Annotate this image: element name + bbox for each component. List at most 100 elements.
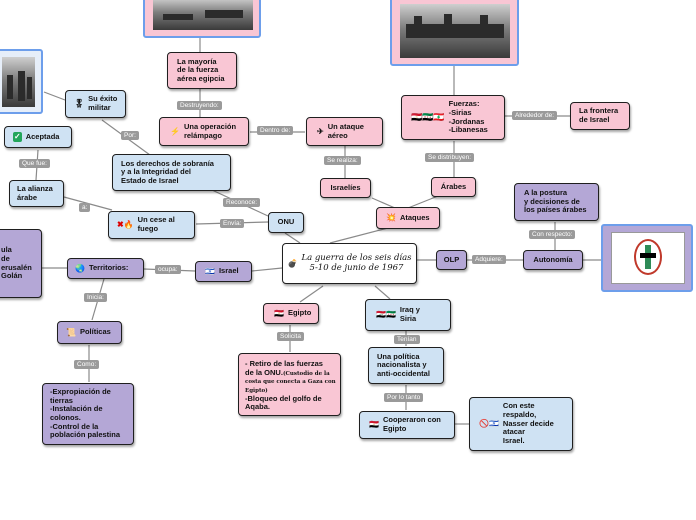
node-territorios-list-label: ula de erusalén Golán — [1, 245, 32, 281]
label-con-respecto: Con respecto: — [529, 230, 576, 239]
label-tenian: Tenían — [394, 335, 420, 344]
node-israelies[interactable]: Israelíes — [320, 178, 371, 198]
node-territorios[interactable]: 🌏 Territorios: — [67, 258, 144, 279]
node-frontera-label: La frontera de Israel — [579, 106, 619, 124]
node-olp[interactable]: OLP — [436, 250, 467, 270]
node-ataque-aereo[interactable]: ✈ Un ataque aéreo — [306, 117, 383, 146]
node-cese-fuego-label: Un cese al fuego — [137, 215, 175, 233]
egypt-flag-icon: 🇪🇬 — [274, 308, 284, 318]
central-topic[interactable]: 💣 La guerra de los seis días 5-10 de jun… — [282, 243, 417, 284]
node-israelies-label: Israelíes — [330, 182, 361, 192]
node-iraq-siria-label: Iraq y Siria — [399, 305, 420, 323]
cross-fire-icon: ✖🔥 — [117, 220, 134, 230]
label-a: a: — [79, 203, 91, 212]
node-ataque-aereo-label: Un ataque aéreo — [327, 121, 364, 140]
node-politicas-list[interactable]: -Expropiación de tierras -Instalación de… — [42, 383, 134, 445]
label-se-distribuyen: Se distribuyen: — [425, 153, 474, 162]
node-iraq-siria[interactable]: 🇮🇶🇸🇾 Iraq y Siria — [365, 299, 451, 331]
node-territorios-label: Territorios: — [88, 263, 129, 273]
olp-emblem — [611, 232, 685, 284]
node-cooperaron[interactable]: 🇪🇬 Cooperaron con Egipto — [359, 411, 455, 439]
bomb-icon: 💣 — [287, 258, 298, 268]
node-solicita-retiro[interactable]: - Retiro de las fuerzas de la ONU.(Custo… — [238, 353, 341, 416]
label-alrededor-de: Alrededor de: — [512, 111, 558, 120]
node-autonomia-label: Autonomía — [533, 254, 573, 264]
label-reconoce: Reconoce: — [223, 198, 261, 207]
node-fuerzas[interactable]: 🇪🇬🇸🇾🇱🇧 Fuerzas: -Sirias -Jordanas -Liban… — [401, 95, 505, 140]
node-respaldo[interactable]: 🚫🇮🇱 Con este respaldo, Nasser decide ata… — [469, 397, 573, 451]
node-solicita-note: (Custodio de la costa que conecta a Gaza… — [245, 370, 336, 394]
image-arab-troops[interactable] — [390, 0, 519, 66]
label-envia: Envía: — [220, 219, 245, 228]
explosion-icon: 💥 — [386, 213, 396, 223]
iraq-syria-flags-icon: 🇮🇶🇸🇾 — [376, 310, 396, 320]
israel-flag-icon: 🇮🇱 — [205, 266, 215, 276]
soldiers-photo-left — [2, 57, 35, 107]
node-politica-nac-label: Una política nacionalista y anti-occiden… — [377, 351, 430, 378]
image-olp-emblem[interactable] — [601, 224, 693, 292]
aircraft-photo — [153, 0, 253, 30]
label-dentro-de: Dentro de: — [257, 126, 294, 135]
node-exito-militar-label: Su éxito militar — [88, 94, 118, 112]
node-mayoria-label: La mayoría de la fuerza aérea egipcia — [177, 56, 225, 83]
node-politicas-list-label: -Expropiación de tierras -Instalación de… — [50, 387, 121, 440]
label-se-realiza: Se realiza: — [324, 156, 361, 165]
node-operacion-label: Una operación relámpago — [183, 121, 237, 140]
flags-icon: 🇪🇬🇸🇾🇱🇧 — [411, 112, 445, 123]
node-arabes-label: Árabes — [440, 181, 467, 191]
node-mayoria-fuerza[interactable]: La mayoría de la fuerza aérea egipcia — [167, 52, 237, 89]
node-israel[interactable]: 🇮🇱 Israel — [195, 261, 252, 282]
node-onu-label: ONU — [277, 217, 295, 227]
airplane-icon: ✈ — [317, 126, 324, 136]
lightning-icon: ⚡ — [170, 126, 180, 136]
scroll-icon: 📜 — [66, 327, 76, 337]
label-adquiere: Adquiere: — [472, 255, 506, 264]
label-que-fue: Que fue: — [19, 159, 50, 168]
node-frontera[interactable]: La frontera de Israel — [570, 102, 630, 130]
node-onu[interactable]: ONU — [268, 212, 304, 233]
prohibited-icon: 🚫🇮🇱 — [479, 419, 499, 429]
node-ataques-label: Ataques — [399, 212, 430, 222]
check-icon: ✓ — [13, 132, 22, 142]
image-soldiers-left[interactable] — [0, 49, 43, 114]
node-egipto[interactable]: 🇪🇬 Egipto — [263, 303, 319, 324]
egypt-flag-icon: 🇪🇬 — [369, 420, 379, 430]
node-alianza[interactable]: La alianza árabe — [9, 180, 64, 207]
node-derechos[interactable]: Los derechos de sobranía y a la Integrid… — [112, 154, 231, 191]
node-aceptada[interactable]: ✓ Aceptada — [4, 126, 72, 148]
node-politicas[interactable]: 📜 Políticas — [57, 321, 122, 344]
node-derechos-label: Los derechos de sobranía y a la Integrid… — [121, 158, 214, 185]
image-aircraft-destroyed[interactable] — [143, 0, 261, 38]
node-respaldo-label: Con este respaldo, Nasser decide atacar … — [502, 401, 554, 445]
node-postura-label: A la postura y decisiones de los países … — [524, 188, 587, 215]
node-olp-label: OLP — [443, 254, 460, 264]
node-ataques[interactable]: 💥 Ataques — [376, 207, 440, 229]
node-egipto-label: Egipto — [287, 308, 312, 318]
node-exito-militar[interactable]: 🎖 Su éxito militar — [65, 90, 126, 118]
node-israel-label: Israel — [218, 266, 239, 276]
node-operacion-relampago[interactable]: ⚡ Una operación relámpago — [159, 117, 249, 146]
central-topic-title: La guerra de los seis días 5-10 de junio… — [301, 252, 412, 273]
node-solicita-label: - Retiro de las fuerzas de la ONU. — [245, 359, 323, 377]
node-politica-nacionalista[interactable]: Una política nacionalista y anti-occiden… — [368, 347, 444, 384]
node-alianza-label: La alianza árabe — [17, 183, 53, 202]
node-cese-fuego[interactable]: ✖🔥 Un cese al fuego — [108, 211, 195, 239]
node-politicas-label: Políticas — [79, 327, 111, 337]
label-inicia: Inicia: — [84, 293, 107, 302]
node-aceptada-label: Aceptada — [25, 131, 60, 141]
node-territorios-list[interactable]: ula de erusalén Golán — [0, 229, 42, 298]
label-por-lo-tanto: Por lo tanto — [384, 393, 424, 402]
label-solicita: Solicita — [277, 332, 304, 341]
label-por: Por: — [121, 131, 139, 140]
node-solicita-tail: -Bloqueo del golfo de Aqaba. — [245, 393, 322, 412]
label-destruyendo: Destruyendo: — [177, 101, 222, 110]
troops-photo — [400, 4, 510, 58]
node-autonomia[interactable]: Autonomía — [523, 250, 583, 270]
label-como: Como: — [74, 360, 100, 369]
node-cooperaron-label: Cooperaron con Egipto — [382, 415, 441, 433]
node-postura[interactable]: A la postura y decisiones de los países … — [514, 183, 599, 221]
label-ocupa: ocupa: — [155, 265, 181, 274]
globe-icon: 🌏 — [75, 263, 85, 273]
node-arabes[interactable]: Árabes — [431, 177, 476, 197]
medal-icon: 🎖 — [74, 99, 85, 109]
